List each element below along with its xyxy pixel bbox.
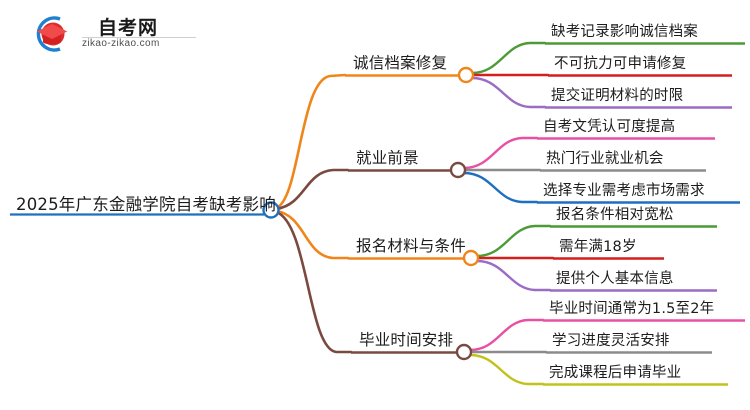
leaf-curve-4-3 [468, 353, 545, 386]
leaf-curve-4-1 [468, 318, 545, 352]
leaf-curve-2-1 [462, 136, 539, 170]
branch-curve-2 [274, 168, 350, 211]
leaf-curve-1-3 [470, 76, 547, 109]
leaf-label-4-1[interactable]: 毕业时间通常为1.5至2年 [549, 301, 715, 317]
branch-curve-3 [274, 209, 350, 260]
leaf-label-2-2[interactable]: 热门行业就业机会 [546, 151, 664, 167]
logo-divider [82, 37, 196, 38]
leaf-label-1-3[interactable]: 提交证明材料的时限 [551, 88, 684, 104]
branch-curve-4 [274, 210, 353, 354]
branch-node-circle-1[interactable] [457, 66, 475, 84]
leaf-label-2-3[interactable]: 选择专业需考虑市场需求 [543, 183, 705, 199]
leaf-label-4-2[interactable]: 学习进度灵活安排 [552, 333, 670, 349]
branch-curve-1 [274, 73, 347, 210]
branch-label-3[interactable]: 报名材料与条件 [356, 237, 466, 255]
root-node-label: 2025年广东金融学院自考缺考影响 [16, 195, 276, 214]
graduation-cap-icon [30, 14, 74, 54]
logo-chinese-text: 自考网 [98, 17, 159, 39]
leaf-curve-1-1 [470, 41, 547, 75]
logo-wordmark: 自考网 zikao-zikao.com [80, 12, 198, 56]
branch-label-4[interactable]: 毕业时间安排 [359, 331, 454, 349]
leaf-label-2-1[interactable]: 自考文凭认可度提高 [543, 119, 676, 135]
branch-node-circle-2[interactable] [449, 161, 467, 179]
leaf-label-4-3[interactable]: 完成课程后申请毕业 [549, 365, 682, 381]
logo-url-text: zikao-zikao.com [82, 38, 160, 49]
branch-label-2[interactable]: 就业前景 [356, 149, 419, 167]
leaf-label-3-1[interactable]: 报名条件相对宽松 [556, 207, 674, 223]
leaf-label-1-1[interactable]: 缺考记录影响诚信档案 [551, 24, 698, 40]
leaf-curve-2-3 [462, 171, 539, 204]
root-node-circle[interactable] [262, 201, 280, 219]
leaf-label-3-3[interactable]: 提供个人基本信息 [556, 271, 674, 287]
leaf-curve-3-1 [475, 224, 552, 258]
leaf-curve-3-3 [475, 259, 552, 292]
site-logo: 自考网 zikao-zikao.com [30, 12, 200, 56]
branch-node-circle-4[interactable] [455, 343, 473, 361]
leaf-label-3-2[interactable]: 需年满18岁 [559, 239, 637, 255]
branch-label-1[interactable]: 诚信档案修复 [353, 54, 448, 72]
leaf-label-1-2[interactable]: 不可抗力可申请修复 [554, 56, 687, 72]
branch-node-circle-3[interactable] [462, 249, 480, 267]
